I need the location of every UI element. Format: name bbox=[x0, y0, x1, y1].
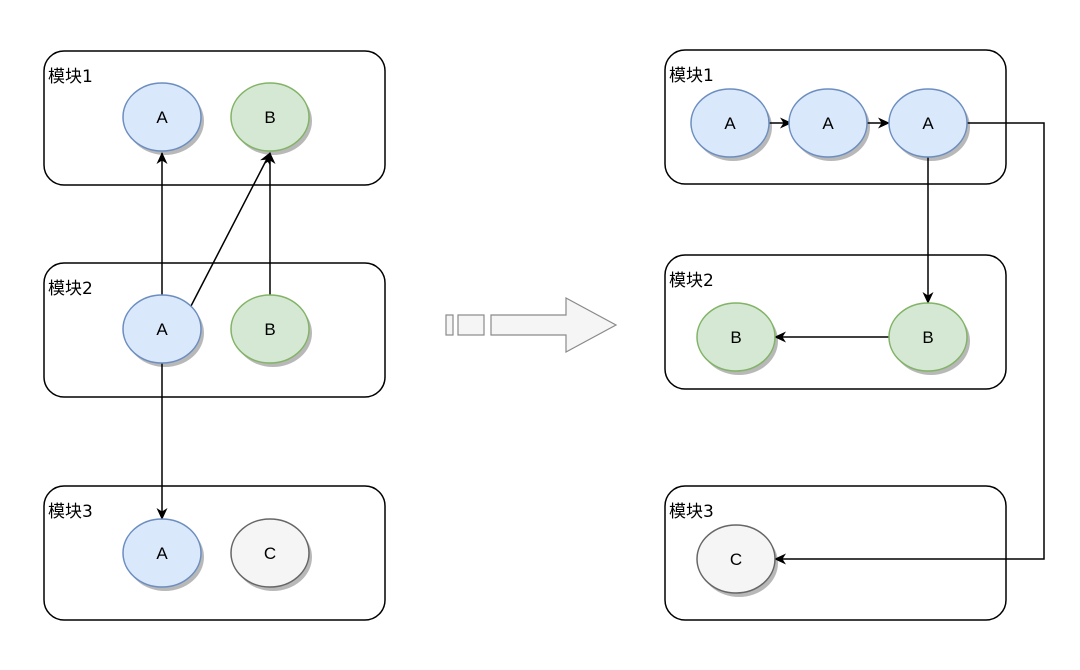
node-label: B bbox=[922, 328, 933, 347]
node-label: A bbox=[156, 544, 168, 563]
node-label: A bbox=[156, 320, 168, 339]
module-label: 模块2 bbox=[48, 279, 93, 299]
module-label: 模块1 bbox=[669, 66, 714, 86]
node-a: A bbox=[122, 294, 204, 367]
transform-arrow-head bbox=[490, 296, 618, 354]
node-label: A bbox=[922, 114, 934, 133]
node-ellipse bbox=[122, 518, 202, 588]
node-ellipse bbox=[230, 294, 310, 364]
node-label: C bbox=[730, 550, 742, 569]
edge-right-a3-to-c bbox=[774, 122, 1045, 565]
node-ellipse bbox=[122, 82, 202, 152]
node-label: A bbox=[724, 114, 736, 133]
node-a: A bbox=[122, 518, 204, 591]
node-ellipse bbox=[230, 82, 310, 152]
node-label: A bbox=[822, 114, 834, 133]
module-box bbox=[43, 262, 386, 398]
node-ellipse bbox=[696, 302, 776, 372]
node-ellipse bbox=[690, 88, 770, 158]
node-c: C bbox=[696, 524, 778, 597]
node-label: A bbox=[156, 108, 168, 127]
node-label: B bbox=[264, 320, 275, 339]
node-label: B bbox=[730, 328, 741, 347]
node-ellipse bbox=[788, 88, 868, 158]
left-module-1: 模块1 bbox=[43, 50, 386, 186]
right-diagram: 模块1 模块2 模块3 A A A B B C bbox=[664, 49, 1045, 621]
transform-arrow-segment-1 bbox=[445, 314, 454, 336]
node-ellipse bbox=[122, 294, 202, 364]
node-b: B bbox=[230, 294, 312, 367]
right-nodes: A A A B B C bbox=[690, 88, 970, 597]
node-ellipse bbox=[696, 524, 776, 594]
node-a: A bbox=[690, 88, 772, 161]
transform-arrow-segment-2 bbox=[457, 314, 485, 336]
node-b: B bbox=[888, 302, 970, 375]
module-label: 模块3 bbox=[48, 502, 93, 522]
module-label: 模块3 bbox=[669, 502, 714, 522]
edge-left-m2a-to-m1b bbox=[190, 152, 271, 307]
transform-arrow-icon bbox=[445, 296, 618, 354]
node-a: A bbox=[888, 88, 970, 161]
left-module-3: 模块3 bbox=[43, 485, 386, 621]
module-box bbox=[43, 50, 386, 186]
node-ellipse bbox=[230, 518, 310, 588]
module-label: 模块2 bbox=[669, 271, 714, 291]
left-nodes: A B A B A C bbox=[122, 82, 312, 591]
node-label: C bbox=[264, 544, 276, 563]
module-label: 模块1 bbox=[48, 67, 93, 87]
node-label: B bbox=[264, 108, 275, 127]
right-edges bbox=[769, 117, 1045, 565]
left-module-2: 模块2 bbox=[43, 262, 386, 398]
node-b: B bbox=[230, 82, 312, 155]
node-c: C bbox=[230, 518, 312, 591]
left-edges bbox=[156, 152, 276, 520]
node-b: B bbox=[696, 302, 778, 375]
module-box bbox=[43, 485, 386, 621]
left-diagram: 模块1 模块2 模块3 A B A B A C bbox=[43, 50, 386, 621]
node-a: A bbox=[122, 82, 204, 155]
node-a: A bbox=[788, 88, 870, 161]
node-ellipse bbox=[888, 88, 968, 158]
node-ellipse bbox=[888, 302, 968, 372]
